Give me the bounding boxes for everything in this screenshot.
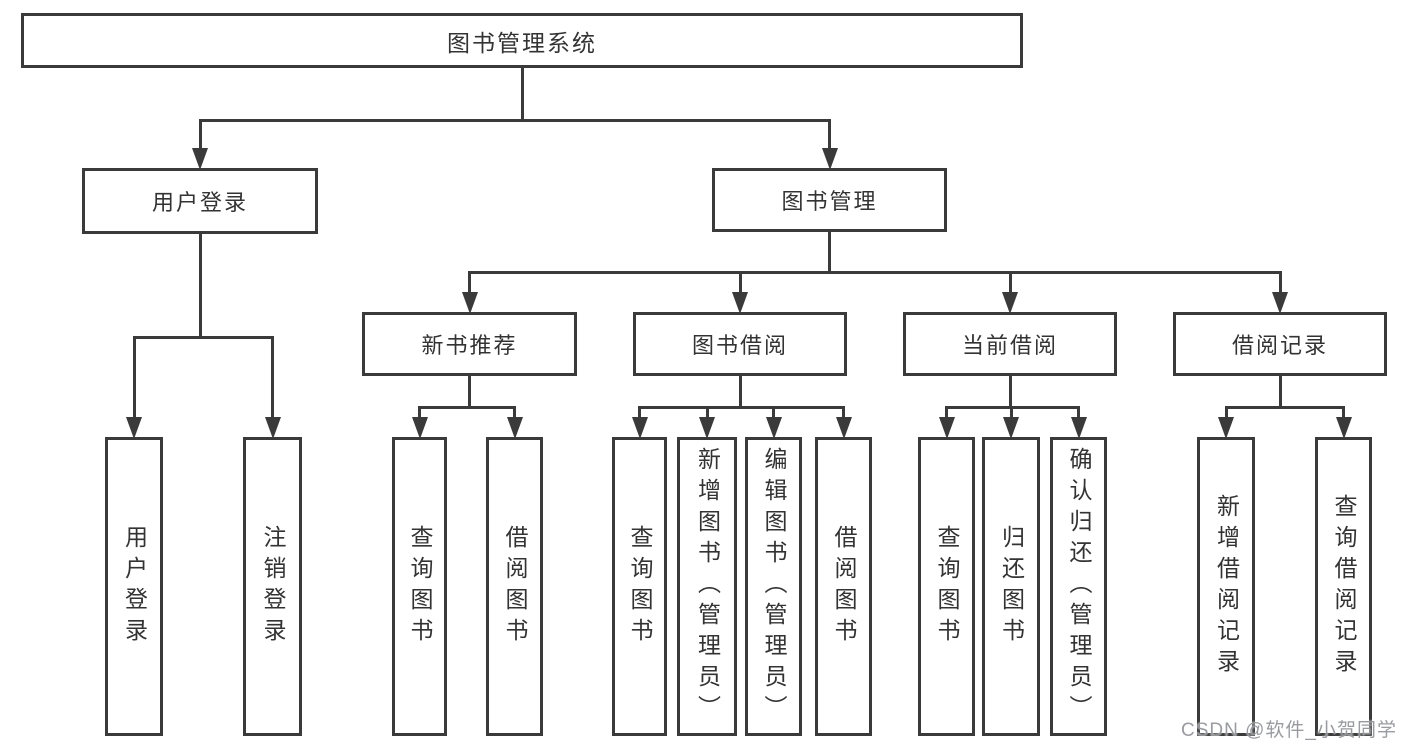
connector-line xyxy=(828,232,831,272)
arrowhead-down-icon xyxy=(264,417,281,439)
connector-line xyxy=(772,407,775,423)
node-records-query: 查询借阅记录 xyxy=(1315,437,1372,736)
connector-line xyxy=(1278,376,1282,407)
node-current-return: 归还图书 xyxy=(982,437,1040,736)
connector-line xyxy=(132,337,136,423)
connector-line xyxy=(418,407,421,423)
connector-line xyxy=(520,68,524,120)
node-label: 查询图书 xyxy=(627,524,653,649)
connector-line xyxy=(738,272,742,298)
node-label: 用户登录 xyxy=(121,524,148,649)
node-new-book-recommend: 新书推荐 xyxy=(362,312,577,376)
node-label: 确认归还（管理员） xyxy=(1066,447,1092,726)
node-records-add: 新增借阅记录 xyxy=(1197,437,1255,736)
node-current-borrow: 当前借阅 xyxy=(903,312,1117,376)
connector-line xyxy=(945,407,948,423)
node-current-query: 查询图书 xyxy=(918,437,975,736)
node-label: 借阅图书 xyxy=(831,524,857,649)
connector-line xyxy=(842,407,845,423)
connector-line xyxy=(1224,407,1228,423)
connector-line xyxy=(1077,407,1080,423)
node-label: 查询图书 xyxy=(407,524,433,649)
node-label: 图书管理系统 xyxy=(447,29,597,56)
arrowhead-down-icon xyxy=(732,292,748,314)
node-label: 图书管理 xyxy=(781,189,878,214)
node-borrow-add: 新增图书（管理员） xyxy=(677,437,737,736)
connector-line xyxy=(1009,407,1013,423)
connector-line xyxy=(828,120,831,154)
connector-line xyxy=(638,407,641,423)
node-label: 查询借阅记录 xyxy=(1331,493,1357,680)
arrowhead-down-icon xyxy=(821,148,838,170)
connector-line xyxy=(1278,272,1282,298)
connector-line xyxy=(198,234,202,337)
connector-line xyxy=(1008,376,1012,407)
node-label: 新增借阅记录 xyxy=(1213,493,1240,680)
watermark: CSDN @软件_小贺同学 xyxy=(1181,720,1397,741)
arrowhead-down-icon xyxy=(699,417,715,439)
connector-line xyxy=(468,270,1282,274)
arrowhead-down-icon xyxy=(461,292,478,314)
arrowhead-down-icon xyxy=(938,417,955,439)
node-user-login: 用户登录 xyxy=(82,168,318,234)
node-recommend-query: 查询图书 xyxy=(392,437,447,736)
arrowhead-down-icon xyxy=(506,417,523,439)
arrowhead-down-icon xyxy=(192,148,208,170)
node-borrow-records: 借阅记录 xyxy=(1173,312,1387,376)
node-current-confirm: 确认归还（管理员） xyxy=(1050,437,1107,736)
node-borrow-edit: 编辑图书（管理员） xyxy=(745,437,802,736)
node-book-borrow: 图书借阅 xyxy=(633,312,847,376)
connector-line xyxy=(132,335,274,339)
connector-line xyxy=(1008,272,1012,298)
arrowhead-down-icon xyxy=(765,417,782,439)
connector-line xyxy=(271,337,274,423)
arrowhead-down-icon xyxy=(1272,292,1288,314)
arrowhead-down-icon xyxy=(1218,417,1234,439)
node-label: 借阅图书 xyxy=(502,524,528,649)
connector-line xyxy=(198,120,202,154)
arrowhead-down-icon xyxy=(411,417,428,439)
connector-line xyxy=(468,376,471,407)
node-borrow-query: 查询图书 xyxy=(612,437,667,736)
node-logout: 注销登录 xyxy=(243,437,302,736)
connector-line xyxy=(418,405,516,409)
arrowhead-down-icon xyxy=(1002,292,1018,314)
node-label: 编辑图书（管理员） xyxy=(761,447,787,726)
arrowhead-down-icon xyxy=(1003,417,1019,439)
connector-line xyxy=(468,272,471,298)
connector-line xyxy=(738,376,742,407)
node-label: 新增图书（管理员） xyxy=(694,447,721,726)
node-recommend-borrow: 借阅图书 xyxy=(486,437,543,736)
connector-line xyxy=(513,407,516,423)
arrowhead-down-icon xyxy=(835,417,852,439)
node-label: 用户登录 xyxy=(151,190,248,215)
node-label: 注销登录 xyxy=(260,524,286,649)
connector-line xyxy=(1224,405,1345,409)
connector-line xyxy=(945,405,1080,409)
node-book-management: 图书管理 xyxy=(712,168,947,232)
node-login: 用户登录 xyxy=(105,437,163,736)
arrowhead-down-icon xyxy=(1070,417,1087,439)
node-label: 查询图书 xyxy=(934,524,960,649)
node-label: 当前借阅 xyxy=(961,333,1058,358)
node-label: 借阅记录 xyxy=(1231,333,1328,358)
node-label: 归还图书 xyxy=(998,524,1025,649)
connector-line xyxy=(1342,407,1345,423)
node-root: 图书管理系统 xyxy=(21,13,1023,68)
connector-line xyxy=(198,118,831,122)
connector-line xyxy=(638,405,845,409)
arrowhead-down-icon xyxy=(126,417,142,439)
node-label: 新书推荐 xyxy=(421,333,518,358)
arrowhead-down-icon xyxy=(1335,417,1352,439)
connector-line xyxy=(705,407,709,423)
arrowhead-down-icon xyxy=(631,417,648,439)
node-label: 图书借阅 xyxy=(691,333,788,358)
node-borrow-lend: 借阅图书 xyxy=(815,437,872,736)
